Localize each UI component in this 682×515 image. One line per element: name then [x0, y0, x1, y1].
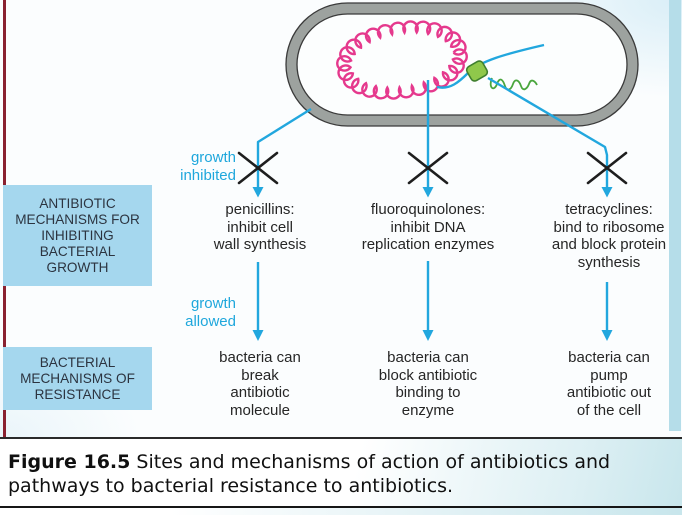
figure-caption-text: Figure 16.5 Sites and mechanisms of acti… — [8, 450, 656, 498]
arrow-ribosome-to-tetracyclines — [487, 76, 609, 188]
caption-top-rule — [0, 437, 682, 439]
label-antibiotic-mechanisms: ANTIBIOTIC MECHANISMS FOR INHIBITING BAC… — [3, 185, 152, 286]
resistance-fluoroquinolones-text: bacteria can block antibiotic binding to… — [378, 349, 478, 419]
label-antibiotic-mechanisms-text: ANTIBIOTIC MECHANISMS FOR INHIBITING BAC… — [15, 195, 140, 275]
x-marks — [237, 151, 628, 185]
arrow-heads — [252, 187, 613, 341]
antibiotic-fluoroquinolones-text: fluoroquinolones: inhibit DNA replicatio… — [361, 201, 495, 253]
growth-allowed-label: growth allowed — [185, 295, 236, 330]
figure-caption-body: Sites and mechanisms of action of antibi… — [8, 451, 611, 497]
figure-area: growth inhibited growth allowed ANTIBIOT… — [0, 0, 682, 437]
antibiotic-tetracyclines-text: tetracyclines: bind to ribosome and bloc… — [551, 201, 667, 271]
growth-inhibited-label: growth inhibited — [180, 149, 236, 184]
antibiotic-penicillins-text: penicillins: inhibit cell wall synthesis — [213, 201, 307, 253]
label-bacterial-resistance: BACTERIAL MECHANISMS OF RESISTANCE — [3, 347, 152, 410]
arrow-lines — [256, 76, 609, 330]
figure-caption: Figure 16.5 Sites and mechanisms of acti… — [0, 439, 682, 506]
diagram-art — [237, 2, 639, 341]
dna-coil-icon — [336, 20, 468, 100]
bottom-strip — [0, 508, 682, 515]
x-mark-penicillins — [237, 151, 279, 185]
ribosome-icon — [465, 60, 489, 82]
figure-right-bar — [669, 0, 681, 431]
caption-bottom-rule — [0, 506, 682, 508]
resistance-tetracyclines-text: bacteria can pump antibiotic out of the … — [566, 349, 652, 419]
resistance-penicillins-text: bacteria can break antibiotic molecule — [219, 349, 301, 419]
label-bacterial-resistance-text: BACTERIAL MECHANISMS OF RESISTANCE — [20, 354, 135, 402]
x-mark-tetracyclines — [586, 151, 628, 185]
arrow-cell-wall-to-penicillins — [256, 107, 312, 188]
x-mark-fluoroquinolones — [407, 151, 449, 185]
figure-caption-number: Figure 16.5 — [8, 451, 131, 473]
